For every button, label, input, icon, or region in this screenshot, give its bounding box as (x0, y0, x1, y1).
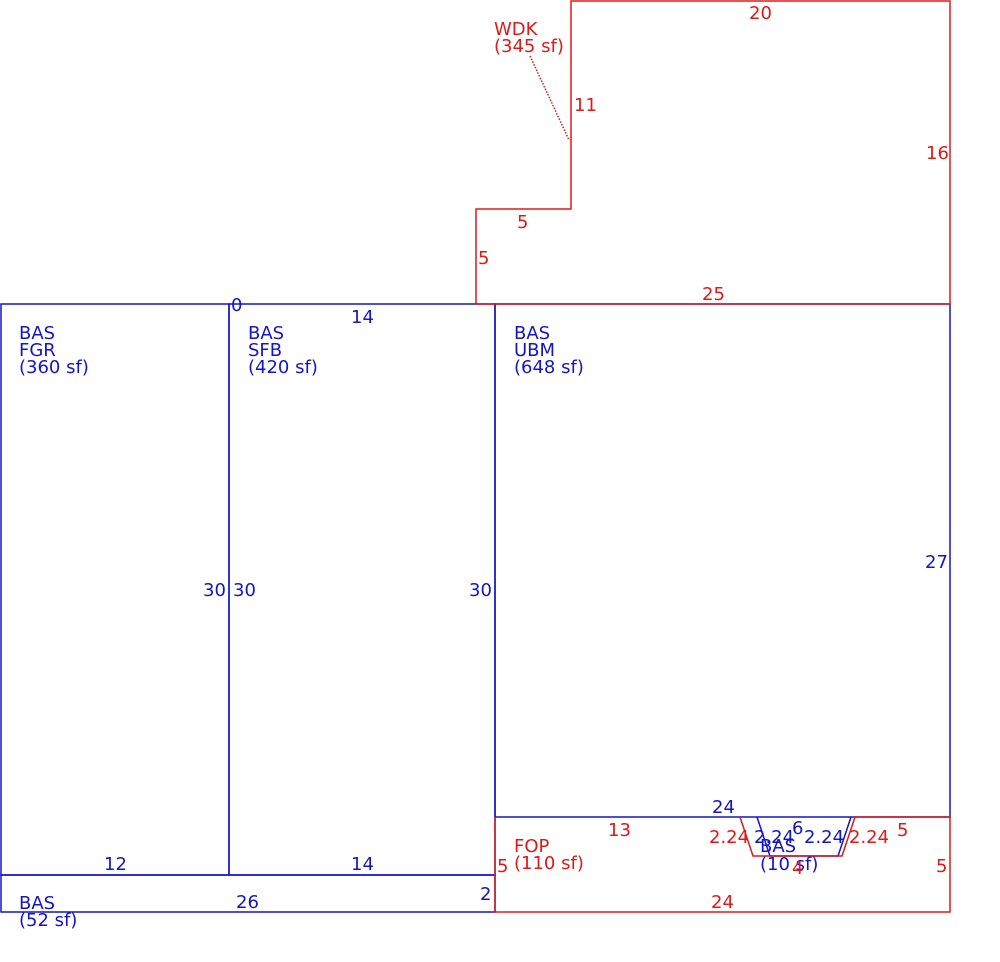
dim-ubm-right: 27 (925, 552, 948, 573)
fop-area: (110 sf) (514, 853, 584, 874)
dim-fop-right: 5 (936, 856, 947, 877)
dim-strip-bottom: 26 (236, 892, 259, 913)
bas-ubm-sub: UBM (514, 340, 555, 361)
dim-bay-bottom: 4 (792, 858, 803, 879)
bas-sfb-code: BAS (248, 323, 284, 344)
dim-fop-bottom: 24 (711, 892, 734, 913)
dim-fop-left: 5 (497, 856, 508, 877)
bas-sfb-area: (420 sf) (248, 357, 318, 378)
fop-outline (494, 816, 951, 913)
wdk-area: (345 sf) (494, 36, 564, 57)
bas-bay-area: (10 sf) (760, 854, 818, 875)
dim-wdk-bottom: 25 (702, 284, 725, 305)
bas-bottom-code: BAS (19, 893, 55, 914)
dim-wdk-left-lower: 5 (478, 248, 489, 269)
dim-bay-left-red: 2.24 (709, 827, 749, 848)
wdk-code: WDK (494, 19, 539, 40)
dim-fgr-right: 30 (203, 580, 226, 601)
bas-fgr-area: (360 sf) (19, 357, 89, 378)
living-area-outlines (0, 303, 951, 913)
dim-sfb-top-corner: 0 (231, 295, 242, 316)
porch-deck-outlines (475, 0, 951, 913)
dim-fgr-bottom: 12 (104, 854, 127, 875)
dim-sfb-bottom: 14 (351, 854, 374, 875)
wdk-outline (475, 0, 951, 305)
dim-bay-right-red: 2.24 (849, 827, 889, 848)
bas-bottom-area: (52 sf) (19, 910, 77, 931)
dim-wdk-right: 16 (926, 143, 949, 164)
bas-fgr-sub: FGR (19, 340, 56, 361)
dim-sfb-left: 30 (233, 580, 256, 601)
dim-wdk-left-upper: 11 (574, 95, 597, 116)
bas-ubm-area: (648 sf) (514, 357, 584, 378)
dim-strip-right: 2 (480, 884, 491, 905)
area-labels: BAS FGR (360 sf) BAS SFB (420 sf) BAS UB… (19, 19, 818, 931)
bas-sfb-outline (228, 303, 496, 876)
wdk-leader-line (529, 55, 570, 141)
bas-sfb-sub: SFB (248, 340, 282, 361)
dim-fop-right-top: 5 (897, 820, 908, 841)
dim-bay-right-blue: 2.24 (804, 827, 844, 848)
fop-code: FOP (514, 836, 550, 857)
dim-wdk-top: 20 (749, 3, 772, 24)
bas-ubm-outline (494, 303, 951, 818)
dim-bay-left-blue: 2.24 (754, 827, 794, 848)
dim-fop-top: 13 (608, 820, 631, 841)
dim-ubm-bottom: 24 (712, 797, 735, 818)
bas-bay-code: BAS (760, 836, 796, 857)
dimension-labels: 30 12 30 30 14 0 14 27 24 26 2 13 5 5 5 … (104, 3, 949, 913)
bas-ubm-code: BAS (514, 323, 550, 344)
bas-fgr-outline (0, 303, 230, 876)
bas-fgr-code: BAS (19, 323, 55, 344)
dim-bay-top: 6 (792, 818, 803, 839)
dim-sfb-right: 30 (469, 580, 492, 601)
dim-wdk-step: 5 (517, 212, 528, 233)
dim-sfb-top: 14 (351, 307, 374, 328)
